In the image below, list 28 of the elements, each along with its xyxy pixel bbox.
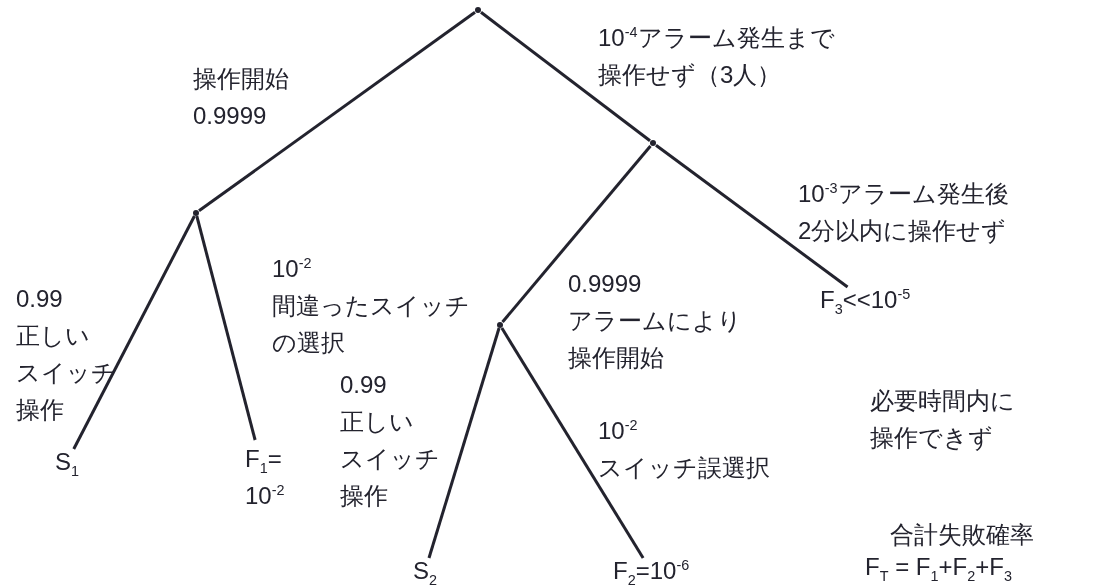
branch-point	[650, 140, 656, 146]
outcome-label: S$_{2}$	[413, 558, 438, 584]
total-probability-caption: 合計失敗確率	[890, 522, 1034, 548]
branch-label: 10$^{-2}$ スイッチ誤選択	[598, 416, 770, 483]
branch-point	[193, 210, 199, 216]
total-probability-formula: F$_{T}$ = F$_{1}$+F$_{2}$+F$_{3}$	[865, 554, 1012, 580]
branch-line	[427, 327, 501, 559]
branch-line	[198, 10, 476, 213]
branch-line	[501, 145, 652, 323]
outcome-label: S$_{1}$	[55, 449, 80, 475]
outcome-note: 必要時間内に操作できず	[870, 386, 1015, 453]
branch-label: 0.9999 アラームにより操作開始	[568, 269, 742, 373]
branch-line	[480, 11, 651, 142]
outcome-label: F$_{3}$<<10$^{-5}$	[820, 287, 911, 313]
branch-line	[195, 215, 257, 441]
branch-line	[72, 215, 196, 450]
branch-point	[497, 322, 503, 328]
branch-label: 10$^{-4}$アラーム発生まで操作せず（3人）	[598, 23, 835, 90]
branch-label: 10$^{-2}$ 間違ったスイッチの選択	[272, 254, 470, 358]
outcome-label: F$_{2}$=10$^{-6}$	[613, 558, 690, 584]
branch-label: 0.99 正しいスイッチ操作	[340, 370, 440, 511]
branch-point	[475, 7, 481, 13]
branch-label: 操作開始 0.9999	[193, 64, 289, 131]
branch-label: 10$^{-3}$アラーム発生後2分以内に操作せず	[798, 179, 1009, 246]
branch-label: 0.99 正しいスイッチ操作	[16, 284, 116, 425]
branch-line	[655, 144, 849, 289]
branch-line	[500, 327, 645, 559]
outcome-label: F$_{1}$= 10$^{-2}$	[245, 440, 285, 514]
